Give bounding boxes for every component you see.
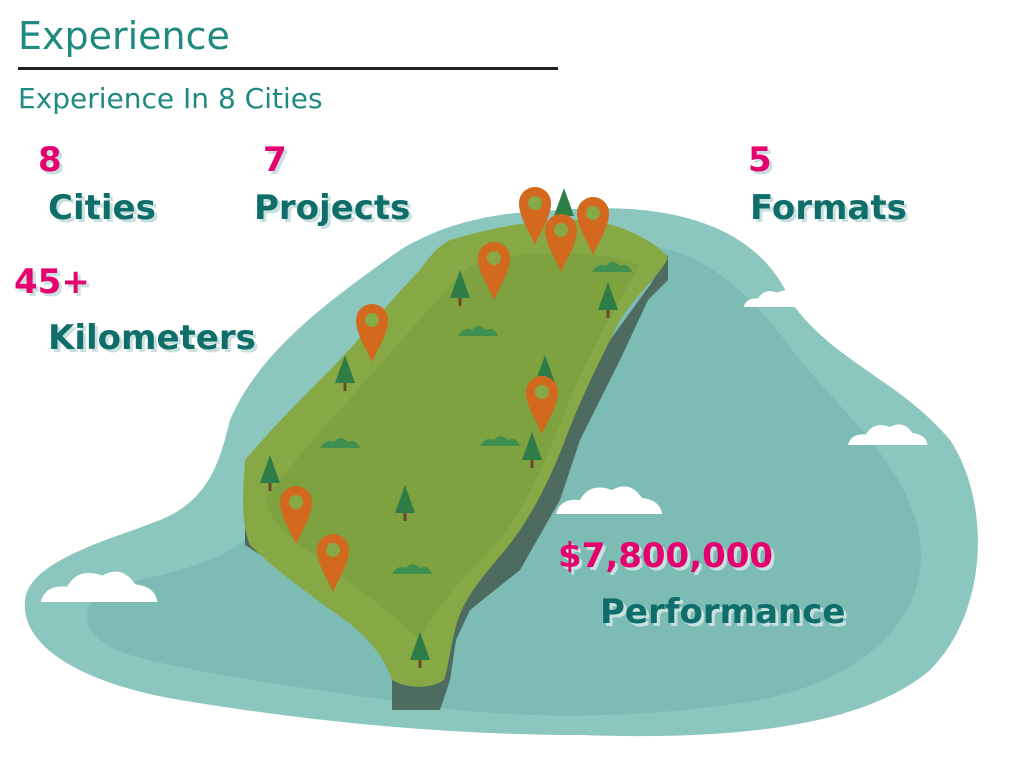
island-highlight bbox=[265, 253, 640, 640]
tree-icon bbox=[395, 485, 415, 521]
stat-formats-label: Formats bbox=[750, 188, 907, 228]
location-pin-icon bbox=[317, 534, 349, 592]
cloud-icon bbox=[40, 571, 158, 602]
tree-icon bbox=[335, 355, 355, 391]
tree-icon bbox=[410, 632, 430, 668]
location-pin-icon bbox=[356, 304, 388, 362]
tree-icon bbox=[522, 432, 542, 468]
tree-icon bbox=[598, 282, 618, 318]
page-title: Experience bbox=[18, 14, 230, 58]
stat-cities-value: 8 bbox=[38, 140, 62, 180]
location-pin-icon bbox=[280, 486, 312, 544]
bush-icon bbox=[458, 326, 498, 336]
stat-kilometers-label: Kilometers bbox=[48, 318, 256, 358]
bush-icon bbox=[392, 564, 432, 574]
stat-projects-label: Projects bbox=[254, 188, 411, 228]
location-pin-icon bbox=[577, 197, 609, 255]
stat-performance-value: $7,800,000 bbox=[558, 536, 774, 576]
stat-performance-label: Performance bbox=[600, 592, 846, 632]
stat-formats-value: 5 bbox=[748, 140, 772, 180]
cloud-icon bbox=[848, 424, 928, 445]
bush-icon bbox=[480, 436, 520, 446]
location-pin-icon bbox=[545, 214, 577, 272]
bush-icon bbox=[320, 438, 360, 448]
cloud-icon bbox=[743, 290, 808, 307]
tree-icon bbox=[450, 270, 470, 306]
stat-projects-value: 7 bbox=[263, 140, 287, 180]
title-divider bbox=[18, 67, 558, 70]
page-subtitle: Experience In 8 Cities bbox=[18, 82, 323, 115]
stat-cities-label: Cities bbox=[48, 188, 156, 228]
stat-kilometers-value: 45+ bbox=[14, 262, 90, 302]
location-pin-icon bbox=[478, 242, 510, 300]
bush-icon bbox=[592, 262, 632, 272]
location-pin-icon bbox=[519, 187, 551, 245]
cloud-icon bbox=[556, 486, 662, 514]
tree-icon bbox=[260, 455, 280, 491]
location-pin-icon bbox=[526, 376, 558, 434]
